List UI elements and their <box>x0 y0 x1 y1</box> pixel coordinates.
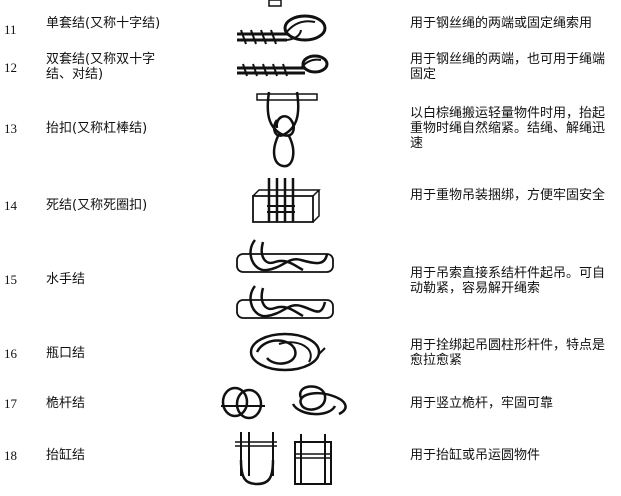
knot-usage: 用于竖立桅杆，牢固可靠 <box>410 396 554 411</box>
table-row: 17 桅杆结 用于竖立桅杆，牢固可靠 <box>0 380 621 428</box>
knot-usage: 用于重物吊装捆绑，方便牢固安全 <box>410 188 606 203</box>
knot-name: 水手结 <box>46 272 86 287</box>
knot-usage: 用于钢丝绳的两端或固定绳索用 <box>410 16 593 31</box>
knot-name: 双套结(又称双十字结、对结) <box>46 52 156 82</box>
knot-name: 单套结(又称十字结) <box>46 16 161 31</box>
knot-usage: 以白棕绳搬运轻量物件时用，抬起重物时绳自然缩紧。结绳、解绳迅速 <box>410 106 606 151</box>
knot-name: 抬缸结 <box>46 448 86 463</box>
bottle-neck-knot-icon <box>205 328 365 380</box>
vat-carrying-knot-icon <box>205 428 365 496</box>
table-row: 18 抬缸结 用于抬缸或吊运圆物件 <box>0 428 621 496</box>
table-row: 16 瓶口结 用于拴绑起吊圆柱形杆件，特点是愈拉愈紧 <box>0 328 621 380</box>
table-row: 11 单套结(又称十字结) 用于钢丝绳的两端或固定绳索用 <box>0 0 621 52</box>
knot-name: 桅杆结 <box>46 396 86 411</box>
row-number: 13 <box>4 121 17 136</box>
row-number: 18 <box>4 448 17 463</box>
row-number: 15 <box>4 272 17 287</box>
row-number: 17 <box>4 396 17 411</box>
row-number: 14 <box>4 198 17 213</box>
row-number: 12 <box>4 60 17 75</box>
knot-usage: 用于钢丝绳的两端，也可用于绳端固定 <box>410 52 606 82</box>
row-number: 11 <box>4 22 17 37</box>
row-number: 16 <box>4 346 17 361</box>
sailor-knot-icon <box>205 236 365 328</box>
single-sheet-knot-icon <box>205 0 365 52</box>
knot-usage: 用于拴绑起吊圆柱形杆件，特点是愈拉愈紧 <box>410 338 606 368</box>
knot-name: 瓶口结 <box>46 346 86 361</box>
knot-name: 抬扣(又称杠棒结) <box>46 121 148 136</box>
dead-knot-icon <box>205 178 365 236</box>
table-row: 14 死结(又称死圈扣) 用于重物吊装捆绑，方便牢固安全 <box>0 178 621 236</box>
knot-usage: 用于抬缸或吊运圆物件 <box>410 448 541 463</box>
carrying-pole-knot-icon <box>205 88 365 180</box>
table-row: 12 双套结(又称双十字结、对结) 用于钢丝绳的两端，也可用于绳端固定 <box>0 52 621 90</box>
knot-usage: 用于吊索直接系结杆件起吊。可自动勒紧，容易解开绳索 <box>410 266 606 296</box>
table-row: 13 抬扣(又称杠棒结) 以白棕绳搬运轻量物件时用，抬起重物时绳自然缩紧。结绳、… <box>0 88 621 180</box>
mast-knot-icon <box>205 380 365 428</box>
table-row: 15 水手结 用于吊索直接系结杆件起吊。可自动勒紧，容易解开绳索 <box>0 236 621 328</box>
knot-name: 死结(又称死圈扣) <box>46 198 148 213</box>
double-sheet-knot-icon <box>205 52 365 90</box>
